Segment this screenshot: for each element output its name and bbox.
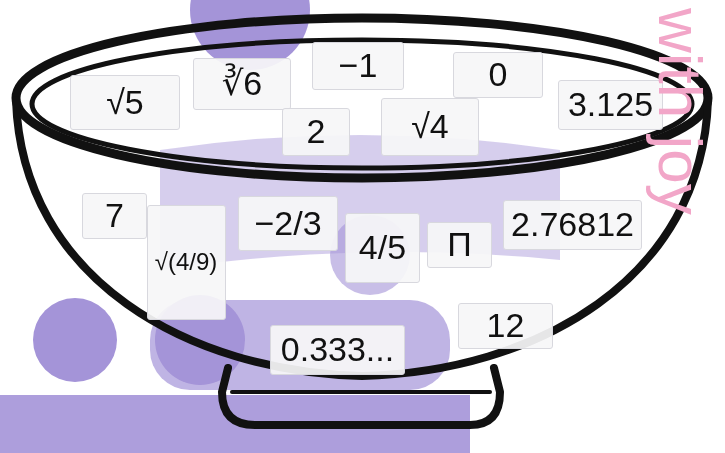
number-card: −2/3 xyxy=(238,196,338,251)
number-text: 2 xyxy=(307,113,326,150)
number-text: √(4/9) xyxy=(155,249,218,275)
number-card: Π xyxy=(427,222,492,268)
number-text: 12 xyxy=(487,307,525,344)
number-card: −1 xyxy=(312,42,404,90)
number-card: 4/5 xyxy=(345,213,420,283)
number-card: ∛6 xyxy=(193,58,291,110)
number-text: −2/3 xyxy=(254,205,321,242)
number-card: 0.333... xyxy=(270,325,405,375)
number-text: 0 xyxy=(489,56,508,93)
number-text: 3.125 xyxy=(568,86,653,123)
number-card: 7 xyxy=(82,193,147,239)
number-card: √4 xyxy=(381,98,479,156)
number-card: √(4/9) xyxy=(147,205,226,320)
number-card: 0 xyxy=(453,52,543,98)
number-text: 2.76812 xyxy=(511,206,634,243)
number-card: 2 xyxy=(282,108,350,156)
number-card: 12 xyxy=(458,303,553,349)
number-text: Π xyxy=(447,226,472,263)
number-text: 0.333... xyxy=(281,331,394,368)
number-card: √5 xyxy=(70,75,180,130)
number-card: 2.76812 xyxy=(503,200,642,250)
number-text: 7 xyxy=(105,197,124,234)
number-text: ∛6 xyxy=(222,65,263,102)
number-text: √4 xyxy=(411,108,449,145)
watermark: with joy xyxy=(645,8,716,215)
number-text: −1 xyxy=(339,47,378,84)
number-text: √5 xyxy=(106,84,144,121)
number-text: 4/5 xyxy=(359,229,406,266)
